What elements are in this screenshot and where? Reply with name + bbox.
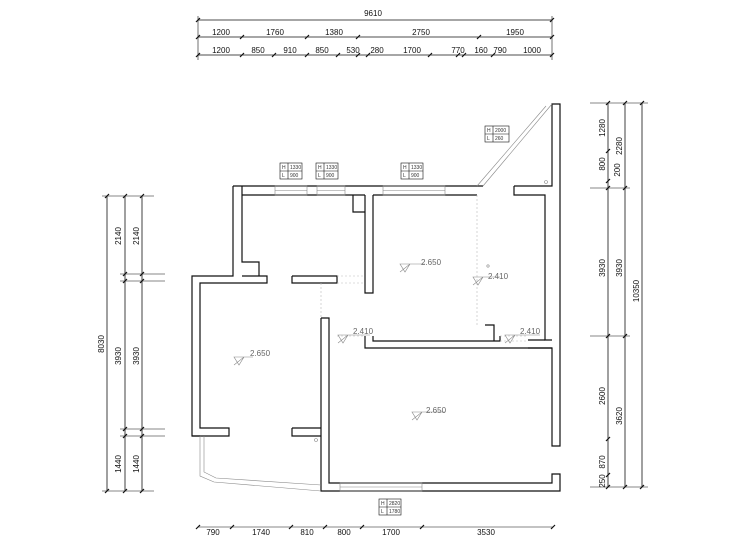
top-total-dim: 9610: [364, 9, 382, 18]
right-inner-dim: 870: [598, 455, 607, 469]
elevation-marker: 2.410: [472, 272, 509, 286]
top-row2-dim: 910: [283, 46, 297, 55]
elevation-label: 2.410: [488, 272, 509, 281]
right-inner-dim: 250: [598, 474, 607, 488]
right-dimension-chain: 1280 800 200 3930 2600 870 250 2280 3930…: [590, 100, 648, 490]
window-tag-h: 2820: [389, 501, 400, 507]
bottom-dim: 800: [337, 528, 351, 535]
window-tag: H L 1330 900: [315, 162, 339, 180]
elevation-marker: 2.410: [504, 327, 541, 344]
top-row2-dim: 1200: [212, 46, 230, 55]
left-inner-dim: 3930: [114, 347, 123, 365]
window-tag-h: 1330: [290, 165, 301, 171]
windows: [199, 103, 553, 492]
window-tag-h: 1330: [411, 165, 422, 171]
bottom-dimension-chain: 790 1740 810 800 1700 3530: [195, 524, 556, 535]
right-outer-dim: 3930: [615, 259, 624, 277]
right-inner-dim: 2600: [598, 387, 607, 405]
elevation-label: 2.410: [520, 327, 541, 336]
top-row1-dim: 2750: [412, 28, 430, 37]
balcony-edge: [482, 103, 553, 187]
svg-text:H: H: [318, 165, 322, 171]
elevation-label: 2.650: [421, 258, 442, 267]
left-outer-dim: 1440: [132, 455, 141, 473]
window-tag: H L 1330 900: [279, 162, 303, 180]
left-outer-dim: 2140: [132, 227, 141, 245]
left-inner-dim: 2140: [114, 227, 123, 245]
window-tag-l: 1780: [389, 509, 400, 515]
right-ticks: [605, 100, 645, 490]
right-inner-dim: 3930: [598, 259, 607, 277]
bottom-dim: 790: [206, 528, 220, 535]
svg-text:L: L: [381, 509, 384, 515]
left-ticks: [104, 193, 145, 494]
top-row2-dim: 770: [451, 46, 465, 55]
top-row2-dim: 1000: [523, 46, 541, 55]
window-tag-l: 900: [411, 173, 420, 179]
left-inner-dim: 1440: [114, 455, 123, 473]
elevation-marker: 2.650: [399, 258, 442, 273]
top-row2-dim: 850: [315, 46, 329, 55]
window-tag-h: 2000: [495, 128, 506, 134]
walls: [191, 103, 561, 492]
bottom-dim: 1740: [252, 528, 270, 535]
right-inner-dim: 1280: [598, 119, 607, 137]
window-tags: H L 1330 900 H L 1330 900 H L 1330 900: [279, 125, 510, 516]
top-row2-dim: 1700: [403, 46, 421, 55]
elevation-marker: 2.650: [411, 406, 447, 421]
elevation-markers: 2.650 2.650 2.650 2.410 2.410 2.410: [233, 258, 541, 421]
window-tag-h: 1330: [326, 165, 337, 171]
window-tag: H L 2000 260: [484, 125, 510, 143]
svg-text:L: L: [487, 136, 490, 142]
top-row2-dim: 160: [474, 46, 488, 55]
left-dimension-chain: 8030 2140 3930 1440 2140 3930 1440: [97, 193, 165, 494]
bottom-dim: 810: [300, 528, 314, 535]
svg-text:H: H: [487, 128, 491, 134]
svg-text:H: H: [381, 501, 385, 507]
left-total-dim: 8030: [97, 335, 106, 353]
right-inner-dim: 800: [598, 157, 607, 171]
top-row2-dim: 280: [370, 46, 384, 55]
elevation-label: 2.650: [250, 349, 271, 358]
top-row1-dim: 1380: [325, 28, 343, 37]
window-tag-l: 900: [326, 173, 335, 179]
svg-text:H: H: [282, 165, 286, 171]
svg-text:L: L: [282, 173, 285, 179]
top-row1-dim: 1200: [212, 28, 230, 37]
window-tag: H L 1330 900: [400, 162, 424, 180]
top-row2-dim: 850: [251, 46, 265, 55]
window-tag-l: 900: [290, 173, 299, 179]
fixtures: [314, 180, 548, 442]
top-row1-dim: 1760: [266, 28, 284, 37]
svg-text:H: H: [403, 165, 407, 171]
bottom-dim: 3530: [477, 528, 495, 535]
top-row1-ticks: [195, 34, 555, 40]
right-total-dim: 10350: [632, 279, 641, 302]
top-row2-dim: 530: [346, 46, 360, 55]
svg-text:L: L: [403, 173, 406, 179]
top-row2-dim: 790: [493, 46, 507, 55]
right-outer-dim: 2280: [615, 137, 624, 155]
window-tag: H L 2820 1780: [378, 498, 402, 516]
bottom-dim: 1700: [382, 528, 400, 535]
top-row2-ticks: [195, 52, 555, 58]
left-outer-dim: 3930: [132, 347, 141, 365]
elevation-marker: 2.410: [337, 327, 374, 344]
right-inner-dim: 200: [613, 163, 622, 177]
zone-dividers: [320, 195, 528, 342]
svg-text:L: L: [318, 173, 321, 179]
top-dimension-chain: 9610 1200 1760 1380 2750 1950: [195, 9, 555, 60]
elevation-marker: 2.650: [233, 349, 271, 366]
top-row1-dim: 1950: [506, 28, 524, 37]
elevation-label: 2.650: [426, 406, 447, 415]
elevation-label: 2.410: [353, 327, 374, 336]
window-tag-l: 260: [495, 136, 504, 142]
right-outer-dim: 3620: [615, 407, 624, 425]
